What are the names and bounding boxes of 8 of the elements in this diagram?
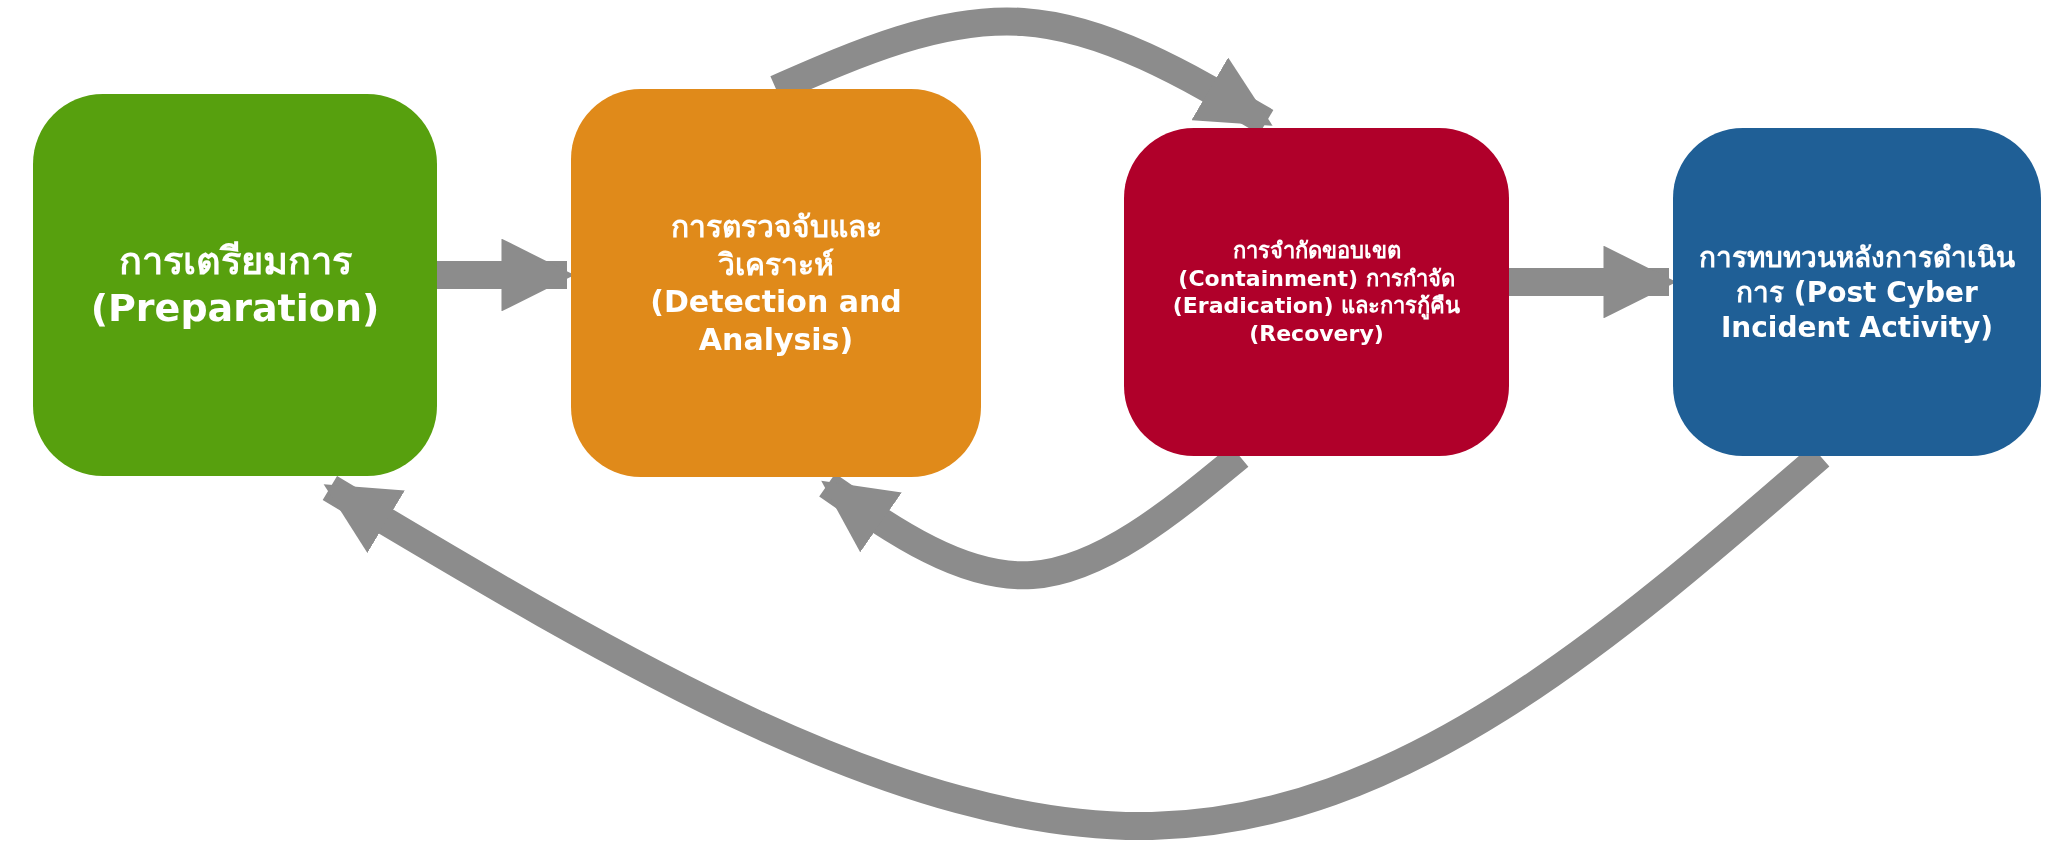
- box-label: การเตรียมการ (Preparation): [89, 237, 381, 332]
- process-box: [1124, 128, 1509, 456]
- process-box: [1673, 128, 2041, 456]
- box-label: การทบทวนหลังการดำเนินการ (Post Cyber Incident Activity): [1698, 239, 2016, 345]
- process-box: [571, 89, 981, 477]
- box-label: การตรวจจับและวิเคราะห์ (Detection and Analysis): [649, 208, 903, 358]
- process-box: [33, 94, 437, 476]
- box-label: การจำกัดขอบเขต (Containment) การกำจัด (Eradication) และการกู้คืน (Recovery): [1171, 237, 1462, 347]
